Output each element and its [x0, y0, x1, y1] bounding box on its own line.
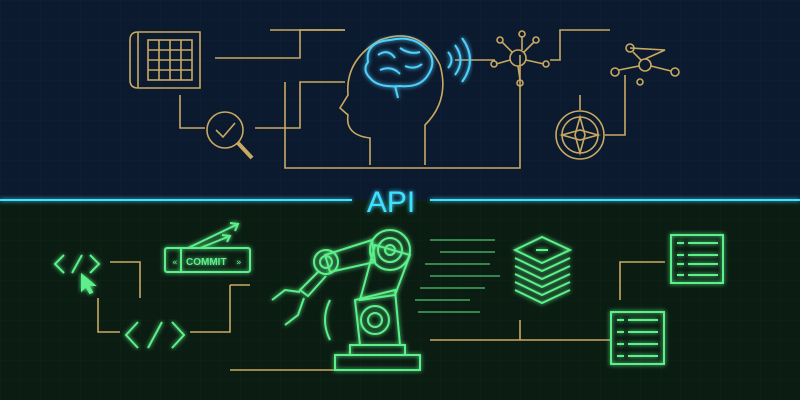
- top-connectors: [179, 29, 626, 169]
- brain-icon: [364, 37, 434, 99]
- blueprint-icon: [129, 31, 201, 89]
- magnifier-check-icon: [206, 111, 254, 160]
- layers-stack-icon: [512, 235, 573, 305]
- commit-button: « COMMIT »: [164, 222, 251, 273]
- motion-lines: [415, 239, 500, 313]
- commit-label: COMMIT: [186, 257, 227, 268]
- bottom-connectors: [97, 261, 665, 371]
- ai-head-icon: [338, 35, 471, 165]
- api-label: API: [367, 186, 415, 219]
- api-divider: API: [0, 186, 800, 219]
- graph-icon: [610, 43, 680, 86]
- signal-waves-icon: [447, 37, 471, 83]
- network-icon: [490, 30, 550, 87]
- robot-arm-icon: [271, 229, 421, 371]
- commit-quote-open: «: [172, 258, 178, 268]
- document-icon-top: [670, 234, 724, 284]
- compass-icon: [555, 110, 605, 160]
- code-tag-icon: [124, 321, 186, 349]
- code-cursor-icon: [53, 254, 101, 295]
- commit-quote-close: »: [236, 258, 242, 268]
- document-icon-bottom: [610, 311, 665, 365]
